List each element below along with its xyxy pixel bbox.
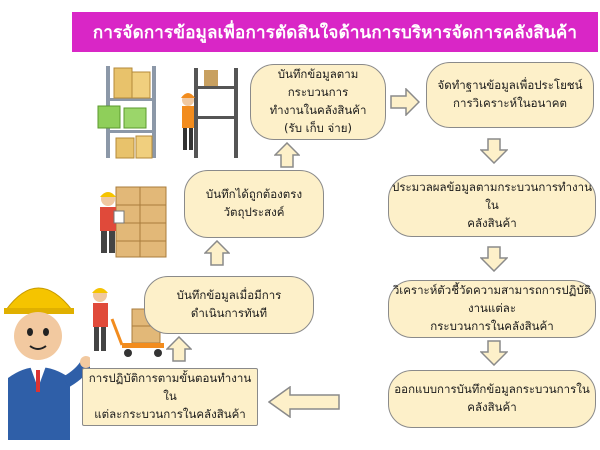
arrow-up-to-record-correct <box>204 240 230 266</box>
step-record-immediate: บันทึกข้อมูลเมื่อมีการ ดำเนินการทันที <box>144 276 314 334</box>
step-database-line1: จัดทำฐานข้อมูลเพื่อประโยชน์ <box>437 78 583 93</box>
step-process-data-line2: คลังสินค้า <box>467 215 517 230</box>
arrow-up-to-record-process <box>274 142 300 168</box>
step-record-immediate-line2: ดำเนินการทันที <box>190 306 268 320</box>
step-follow-steps: การปฏิบัติการตามขั้นตอนทำงานใน แต่ละกระบ… <box>82 368 258 426</box>
step-design-record-line1: ออกแบบการบันทึกข้อมูลกระบวนการใน <box>394 382 590 397</box>
arrow-down-to-design-record <box>480 340 508 366</box>
step-record-correct-line2: วัตถุประสงค์ <box>223 205 285 219</box>
step-process-data-line1: ประมวลผลข้อมูลตามกระบวนการทำงานใน <box>392 180 592 213</box>
worker-boxes-illustration <box>100 186 167 258</box>
engineer-presenter-illustration <box>4 287 90 440</box>
step-follow-steps-line1: การปฏิบัติการตามขั้นตอนทำงานใน <box>88 371 252 404</box>
step-process-data: ประมวลผลข้อมูลตามกระบวนการทำงานใน คลังสิ… <box>388 175 596 237</box>
step-record-process-line1: บันทึกข้อมูลตามกระบวนการ <box>277 67 359 100</box>
step-record-correct: บันทึกได้ถูกต้องตรง วัตถุประสงค์ <box>184 170 324 238</box>
arrow-up-to-record-immediate <box>166 336 192 362</box>
arrow-left-to-follow-steps <box>268 386 340 418</box>
warehouse-shelf-illustration <box>97 66 238 159</box>
step-analyze-kpi-line1: วิเคราะห์ตัวชี้วัดความสามารถการปฏิบัติงา… <box>392 283 592 316</box>
arrow-right-to-database <box>390 88 420 116</box>
step-record-process: บันทึกข้อมูลตามกระบวนการ ทำงานในคลังสินค… <box>250 64 386 140</box>
arrow-down-to-analyze-kpi <box>480 246 508 272</box>
step-analyze-kpi-line2: กระบวนการในคลังสินค้า <box>430 318 554 333</box>
step-design-record-line2: คลังสินค้า <box>467 400 517 414</box>
step-follow-steps-line2: แต่ละกระบวนการในคลังสินค้า <box>94 406 246 421</box>
step-record-immediate-line1: บันทึกข้อมูลเมื่อมีการ <box>176 288 282 303</box>
step-design-record: ออกแบบการบันทึกข้อมูลกระบวนการใน คลังสิน… <box>388 370 596 428</box>
step-record-process-line2: ทำงานในคลังสินค้า <box>269 103 367 117</box>
step-record-correct-line1: บันทึกได้ถูกต้องตรง <box>205 187 303 202</box>
step-database: จัดทำฐานข้อมูลเพื่อประโยชน์ การวิเคราะห์… <box>426 62 594 128</box>
arrow-down-to-process-data <box>480 138 508 164</box>
step-record-process-line3: (รับ เก็บ จ่าย) <box>284 120 352 135</box>
step-analyze-kpi: วิเคราะห์ตัวชี้วัดความสามารถการปฏิบัติงา… <box>388 280 596 338</box>
title-banner: การจัดการข้อมูลเพื่อการตัดสินใจด้านการบร… <box>72 12 598 52</box>
step-database-line2: การวิเคราะห์ในอนาคต <box>453 96 567 110</box>
diagram-title: การจัดการข้อมูลเพื่อการตัดสินใจด้านการบร… <box>92 22 578 43</box>
